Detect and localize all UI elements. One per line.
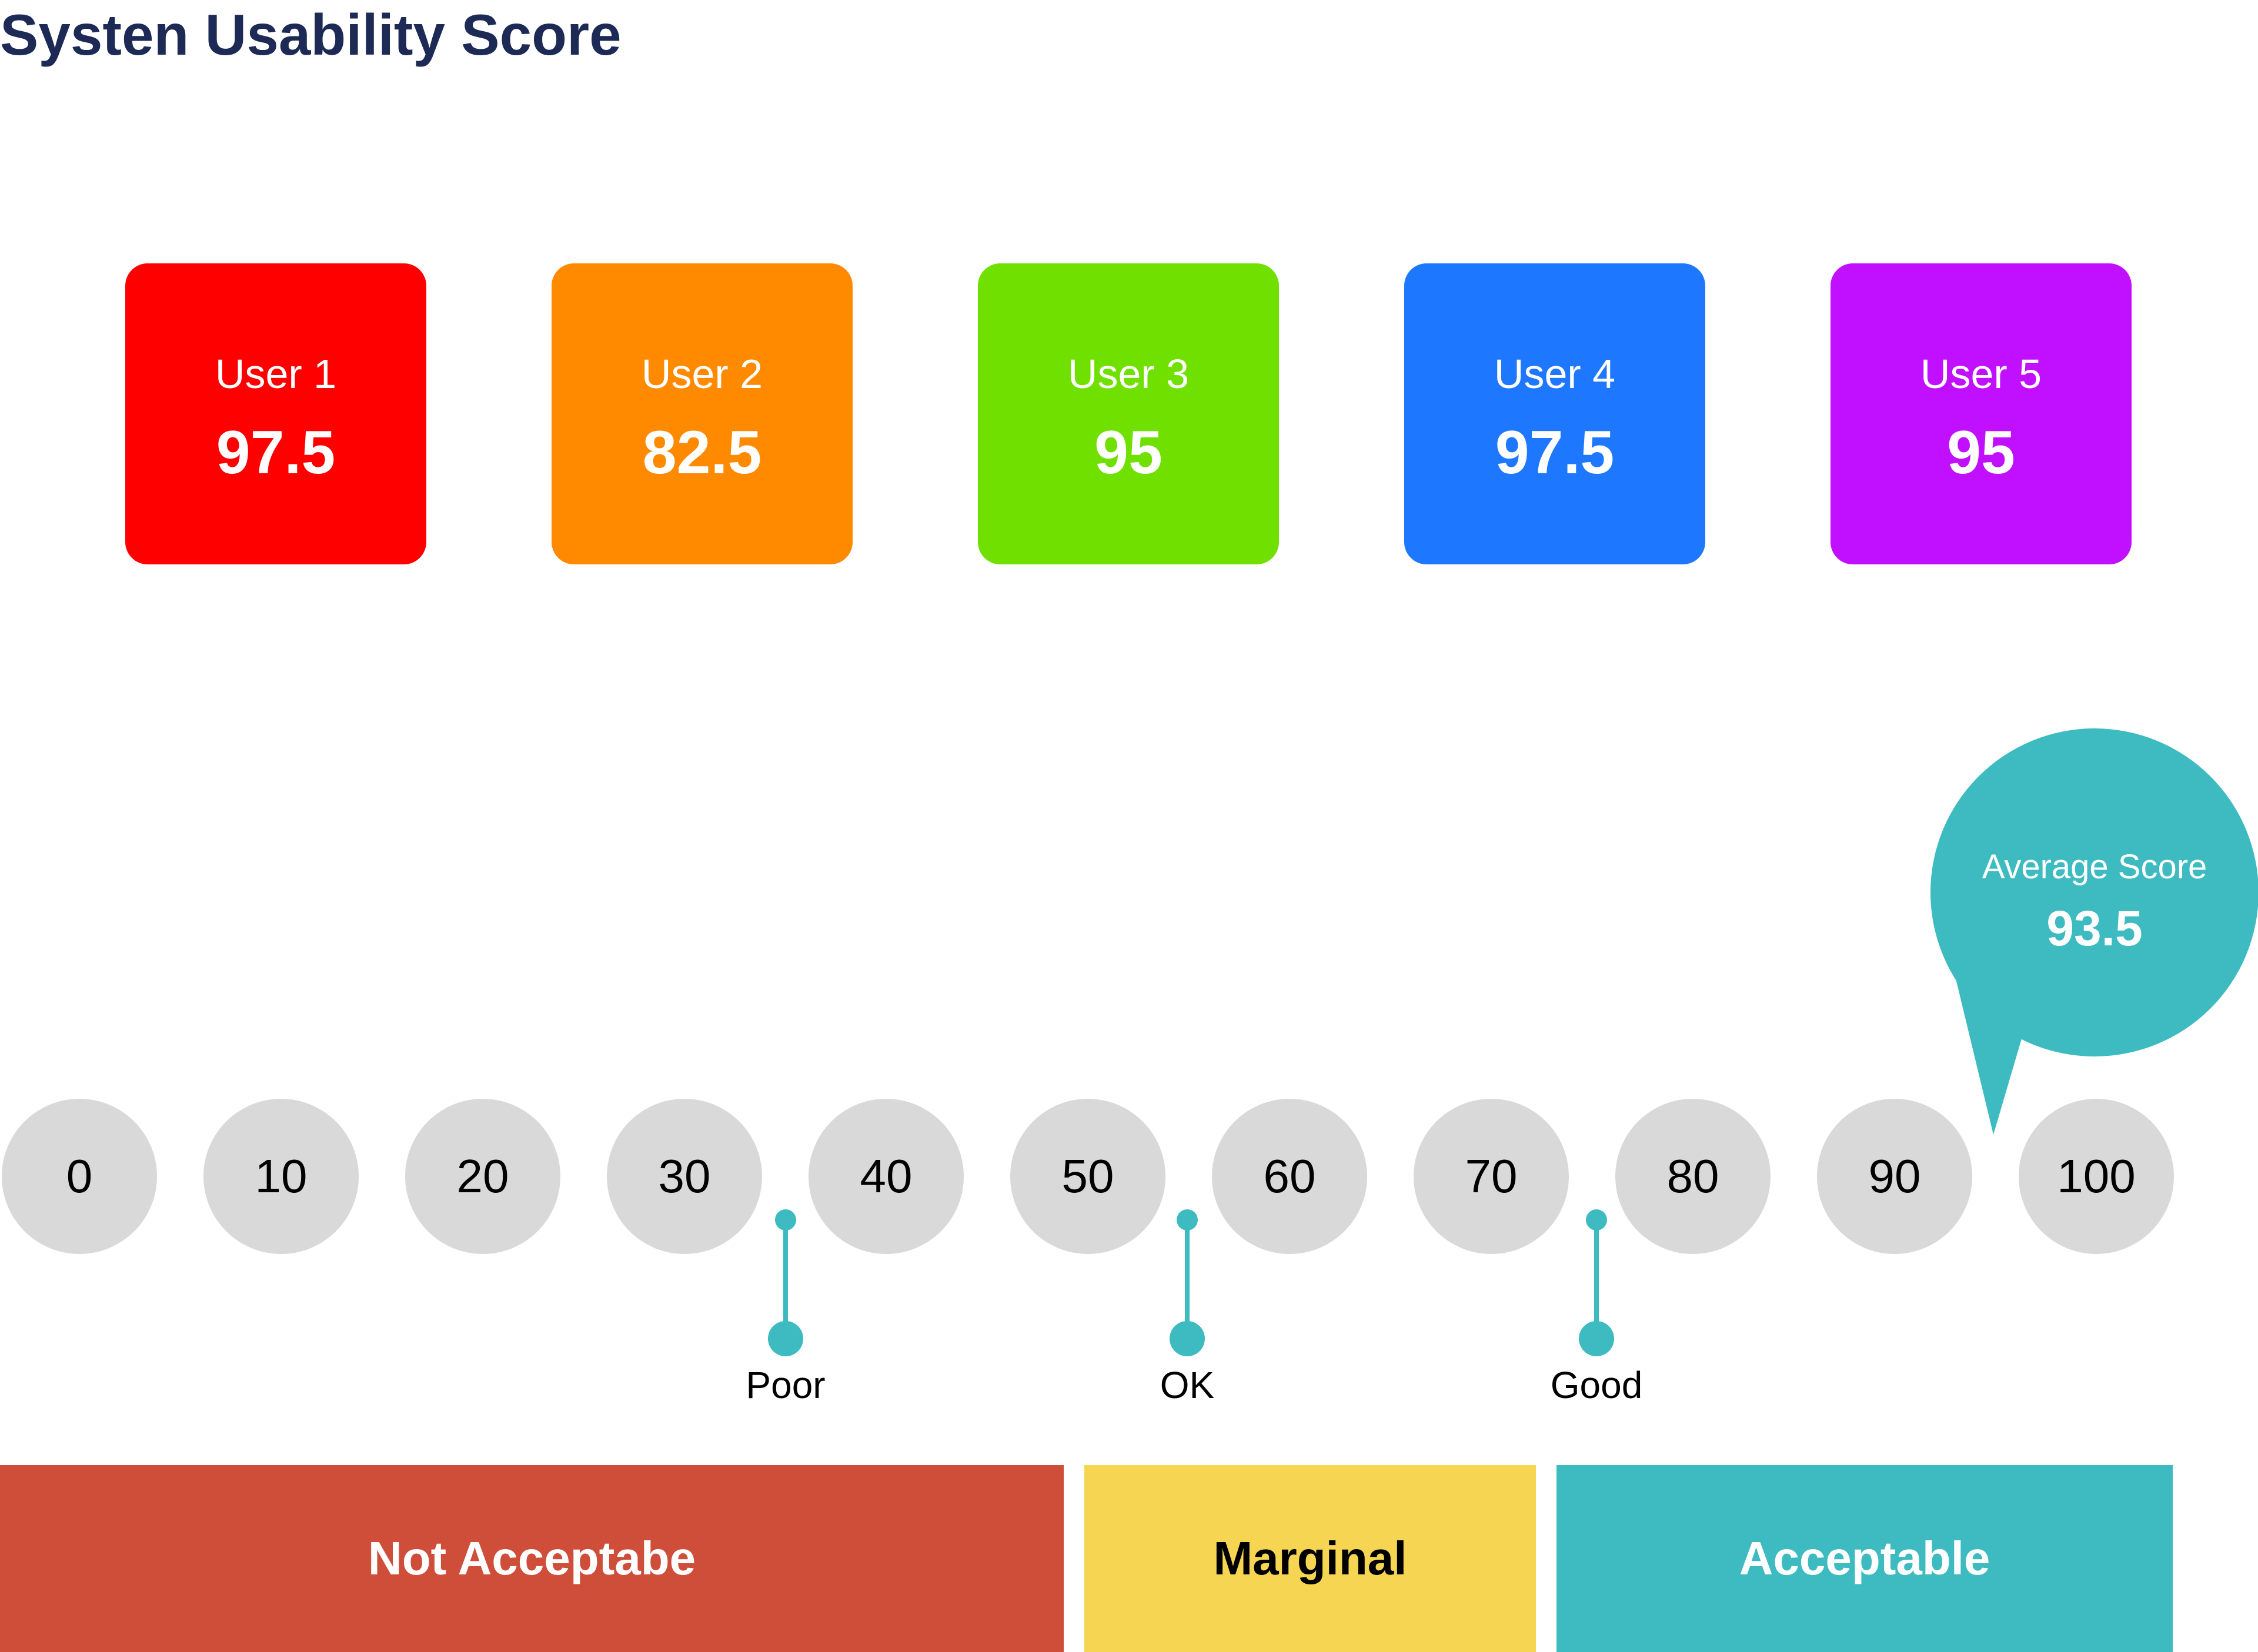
scale-tick: 80	[1615, 1099, 1771, 1254]
marker-line	[783, 1221, 788, 1333]
scale-tick: 0	[2, 1099, 157, 1254]
user-score: 97.5	[216, 419, 336, 487]
average-score-value: 93.5	[2046, 901, 2143, 956]
marker-dot	[775, 1209, 796, 1230]
marker-dot	[1586, 1209, 1607, 1230]
user-card-1: User 1 97.5	[125, 263, 426, 564]
band-not-acceptable: Not Acceptabe	[0, 1465, 1064, 1652]
user-label: User 3	[1067, 351, 1190, 397]
marker-dot	[1177, 1209, 1198, 1230]
marker-dot	[1170, 1321, 1205, 1356]
scale-tick: 60	[1212, 1099, 1367, 1254]
user-card-5: User 5 95	[1831, 263, 2132, 564]
user-score: 97.5	[1495, 419, 1615, 487]
user-label: User 1	[215, 351, 337, 397]
good-label: Good	[1550, 1364, 1643, 1406]
user-label: User 2	[641, 351, 763, 397]
page-title: Systen Usability Score	[0, 2, 622, 67]
user-score: 95	[1947, 419, 2015, 487]
user-card-4: User 4 97.5	[1404, 263, 1705, 564]
scale-tick: 100	[2019, 1099, 2174, 1254]
band-marginal: Marginal	[1084, 1465, 1536, 1652]
scale-tick: 10	[203, 1099, 359, 1254]
scale-tick: 70	[1414, 1099, 1569, 1254]
scale-tick: 40	[809, 1099, 964, 1254]
average-score-bubble: Average Score 93.5	[1930, 728, 2258, 1056]
scale-tick: 20	[405, 1099, 560, 1254]
user-card-3: User 3 95	[978, 263, 1279, 564]
user-card-2: User 2 82.5	[552, 263, 853, 564]
user-score: 95	[1094, 419, 1163, 487]
marker-line	[1185, 1221, 1190, 1333]
marker-dot	[1579, 1321, 1614, 1356]
user-label: User 5	[1920, 351, 2042, 397]
scale-tick: 90	[1817, 1099, 1972, 1254]
user-label: User 4	[1494, 351, 1616, 397]
marker-line	[1594, 1221, 1599, 1333]
ok-label: OK	[1160, 1364, 1215, 1406]
user-score: 82.5	[642, 419, 762, 487]
scale-tick: 30	[607, 1099, 762, 1254]
average-score-label: Average Score	[1982, 848, 2207, 886]
poor-label: Poor	[746, 1364, 826, 1406]
band-acceptable: Acceptable	[1556, 1465, 2173, 1652]
scale-tick: 50	[1010, 1099, 1165, 1254]
marker-dot	[768, 1321, 803, 1356]
